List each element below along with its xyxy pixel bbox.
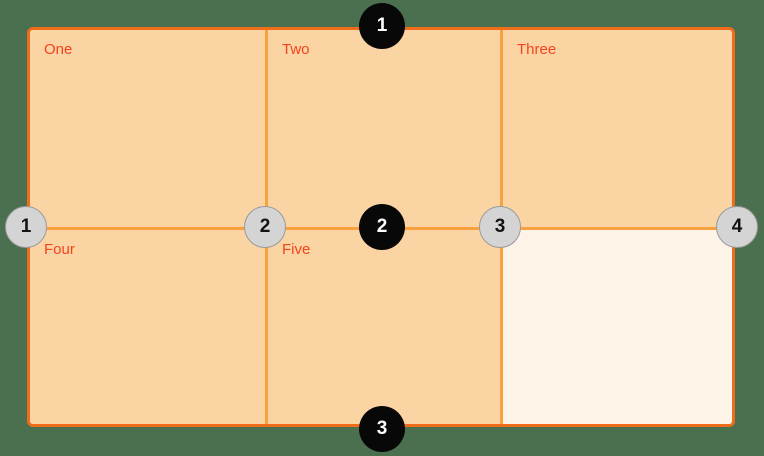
grid-cell-two[interactable]: Two (268, 30, 500, 227)
cell-label-three: Three (517, 41, 557, 58)
row-handle-2-label: 2 (376, 216, 388, 237)
column-handle-3[interactable]: 3 (479, 206, 521, 248)
row-handle-2[interactable]: 2 (359, 204, 405, 250)
column-handle-1[interactable]: 1 (5, 206, 47, 248)
grid-cell-empty[interactable] (503, 230, 732, 424)
column-handle-2[interactable]: 2 (244, 206, 286, 248)
grid-cell-five[interactable]: Five (268, 230, 500, 424)
cell-label-four: Four (44, 241, 75, 258)
row-handle-1[interactable]: 1 (359, 3, 405, 49)
grid-cell-three[interactable]: Three (503, 30, 732, 227)
grid-cell-four[interactable]: Four (30, 230, 265, 424)
cell-label-one: One (44, 41, 73, 58)
row-handle-3[interactable]: 3 (359, 406, 405, 452)
row-handle-3-label: 3 (376, 418, 388, 439)
cell-label-two: Two (282, 41, 310, 58)
row-handle-1-label: 1 (376, 15, 388, 36)
grid-container[interactable]: One Two Three Four Five (27, 27, 735, 427)
column-handle-3-label: 3 (494, 216, 506, 237)
grid-cell-one[interactable]: One (30, 30, 265, 227)
column-handle-1-label: 1 (20, 216, 32, 237)
column-handle-4[interactable]: 4 (716, 206, 758, 248)
column-handle-2-label: 2 (259, 216, 271, 237)
column-handle-4-label: 4 (731, 216, 743, 237)
cell-label-five: Five (282, 241, 311, 258)
